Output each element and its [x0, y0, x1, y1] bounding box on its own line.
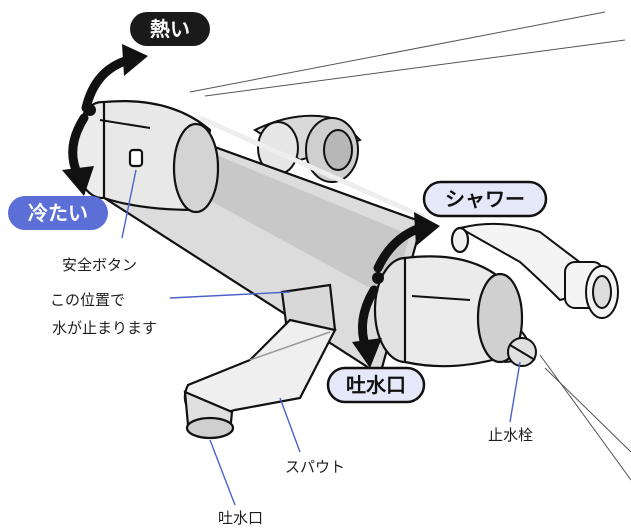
outlet-mode-badge: 吐水口 — [326, 366, 426, 404]
leader-lines — [121, 169, 521, 506]
outlet-label: 吐水口 — [218, 509, 263, 527]
stop-valve-shape — [507, 337, 537, 367]
shower-badge: シャワー — [422, 180, 548, 218]
background-guide-lines — [189, 11, 631, 481]
stop-note-line1: この位置で — [50, 291, 125, 309]
cold-label: 冷たい — [28, 201, 88, 225]
wall-connection — [457, 222, 619, 364]
mode-rotation-arrow — [352, 212, 440, 368]
stop-note-line2: 水が止まります — [52, 319, 157, 337]
spout-label: スパウト — [285, 458, 345, 476]
spout — [183, 283, 337, 440]
hot-label: 熱い — [150, 17, 190, 41]
stop-valve-label: 止水栓 — [488, 426, 533, 444]
temperature-rotation-arrow — [62, 44, 148, 196]
safety-button-label: 安全ボタン — [62, 256, 137, 274]
safety-button-shape — [128, 148, 144, 168]
rear-pipe — [252, 114, 362, 183]
hot-badge: 熱い — [130, 12, 210, 46]
cold-badge: 冷たい — [8, 196, 108, 230]
shower-label: シャワー — [445, 187, 525, 211]
mixer-body — [72, 100, 524, 377]
outlet-mode-label: 吐水口 — [346, 373, 406, 397]
